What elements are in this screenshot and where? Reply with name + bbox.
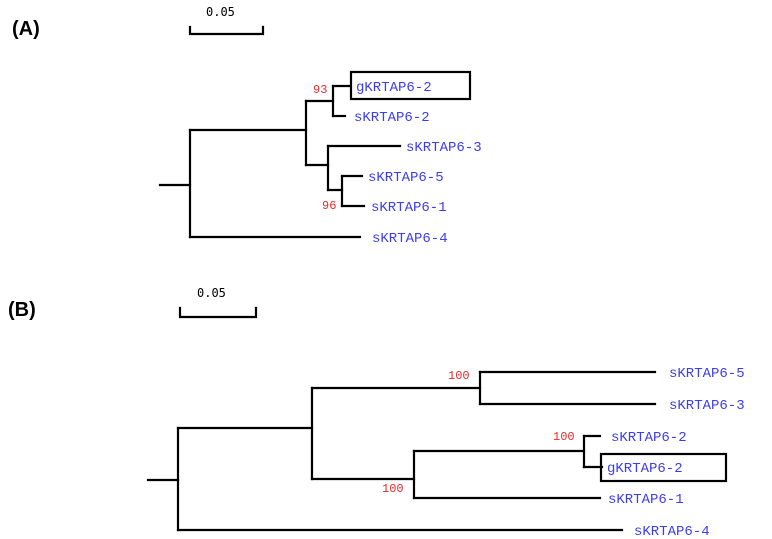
panel-b-bootstrap-lower: 100 [382, 482, 404, 496]
panel-a-leaf-skrtap6-2: sKRTAP6-2 [354, 110, 430, 126]
panel-b-leaf-skrtap6-2: sKRTAP6-2 [611, 430, 687, 446]
panel-b-label: (B) [8, 299, 36, 321]
panel-b-leaf-skrtap6-5: sKRTAP6-5 [669, 366, 745, 382]
panel-b-leaf-skrtap6-1: sKRTAP6-1 [608, 492, 684, 508]
panel-b-leaf-gkrtap6-2: gKRTAP6-2 [607, 461, 683, 477]
panel-a-scale-label: 0.05 [206, 5, 235, 19]
panel-a-leaf-gkrtap6-2: gKRTAP6-2 [356, 80, 432, 96]
panel-b-scale-label: 0.05 [197, 286, 226, 300]
panel-b-scale-line [178, 306, 258, 319]
panel-b-scale-bar: 0.05 [178, 286, 258, 319]
panel-a-leaf-skrtap6-4: sKRTAP6-4 [372, 231, 448, 247]
panel-b-leaf-skrtap6-3: sKRTAP6-3 [669, 398, 745, 414]
panel-a-leaf-skrtap6-3: sKRTAP6-3 [406, 140, 482, 156]
panel-a-bootstrap-93: 93 [313, 83, 327, 97]
panel-b-tree [146, 370, 657, 532]
panel-a-tree [158, 84, 402, 239]
panel-a-scale-bar: 0.05 [188, 5, 265, 36]
panel-a-label: (A) [12, 18, 40, 40]
panel-a-highlight-box [349, 70, 472, 101]
panel-b: (B) 0.05 sKRTAP6-5 [8, 286, 745, 539]
panel-a-leaf-skrtap6-1: sKRTAP6-1 [371, 200, 447, 216]
panel-a-bootstrap-96: 96 [322, 199, 336, 213]
panel-a-scale-line [188, 25, 265, 36]
panel-b-bootstrap-inner: 100 [553, 430, 575, 444]
panel-b-leaf-skrtap6-4: sKRTAP6-4 [634, 524, 710, 539]
panel-b-highlight-box [599, 452, 728, 483]
panel-a: (A) 0.05 gKRTAP6-2 [12, 5, 482, 247]
panel-a-leaf-skrtap6-5: sKRTAP6-5 [368, 170, 444, 186]
panel-b-bootstrap-upper: 100 [448, 369, 470, 383]
